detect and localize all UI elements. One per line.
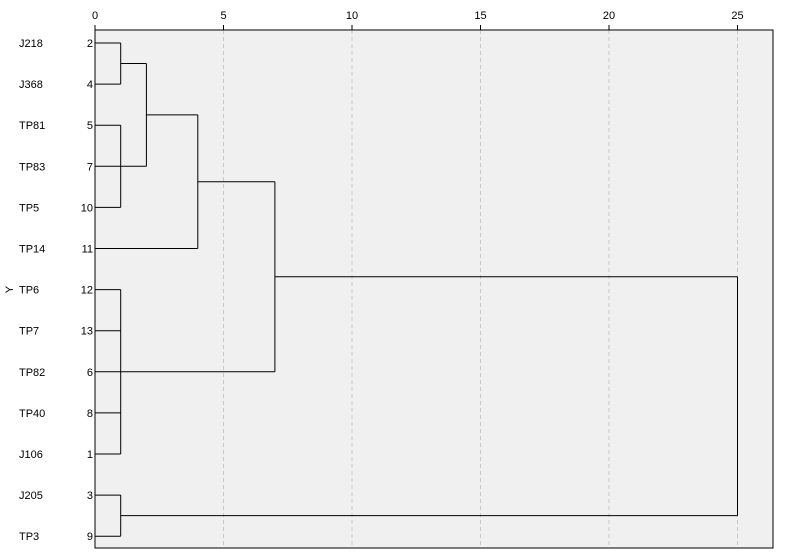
leaf-label-TP7: TP7 <box>19 326 39 338</box>
leaf-id-1: 1 <box>87 449 93 461</box>
y-axis-label: Y <box>4 285 16 293</box>
x-tick-label-15: 15 <box>474 10 486 22</box>
leaf-id-9: 9 <box>87 531 93 543</box>
x-tick-label-10: 10 <box>346 10 358 22</box>
leaf-label-TP6: TP6 <box>19 285 39 297</box>
leaf-label-J106: J106 <box>19 449 43 461</box>
leaf-label-TP5: TP5 <box>19 202 39 214</box>
leaf-id-8: 8 <box>87 408 93 420</box>
leaf-label-TP14: TP14 <box>19 244 45 256</box>
leaf-id-3: 3 <box>87 490 93 502</box>
plot-frame <box>94 29 774 549</box>
plot-area <box>95 30 773 548</box>
leaf-label-J218: J218 <box>19 38 43 50</box>
leaf-id-4: 4 <box>87 79 93 91</box>
leaf-label-TP81: TP81 <box>19 120 45 132</box>
leaf-id-12: 12 <box>81 285 93 297</box>
leaf-label-J368: J368 <box>19 79 43 91</box>
leaf-label-TP3: TP3 <box>19 531 39 543</box>
x-tick-label-0: 0 <box>92 10 98 22</box>
leaf-id-2: 2 <box>87 38 93 50</box>
leaf-label-TP40: TP40 <box>19 408 45 420</box>
x-tick-label-25: 25 <box>731 10 743 22</box>
leaf-id-7: 7 <box>87 161 93 173</box>
leaf-label-J205: J205 <box>19 490 43 502</box>
leaf-id-10: 10 <box>81 202 93 214</box>
leaf-label-TP83: TP83 <box>19 161 45 173</box>
leaf-id-11: 11 <box>82 244 93 256</box>
leaf-label-TP82: TP82 <box>19 367 45 379</box>
leaf-id-6: 6 <box>87 367 93 379</box>
leaf-id-13: 13 <box>81 326 93 338</box>
x-tick-label-20: 20 <box>603 10 615 22</box>
leaf-id-5: 5 <box>87 120 93 132</box>
x-tick-label-5: 5 <box>220 10 226 22</box>
